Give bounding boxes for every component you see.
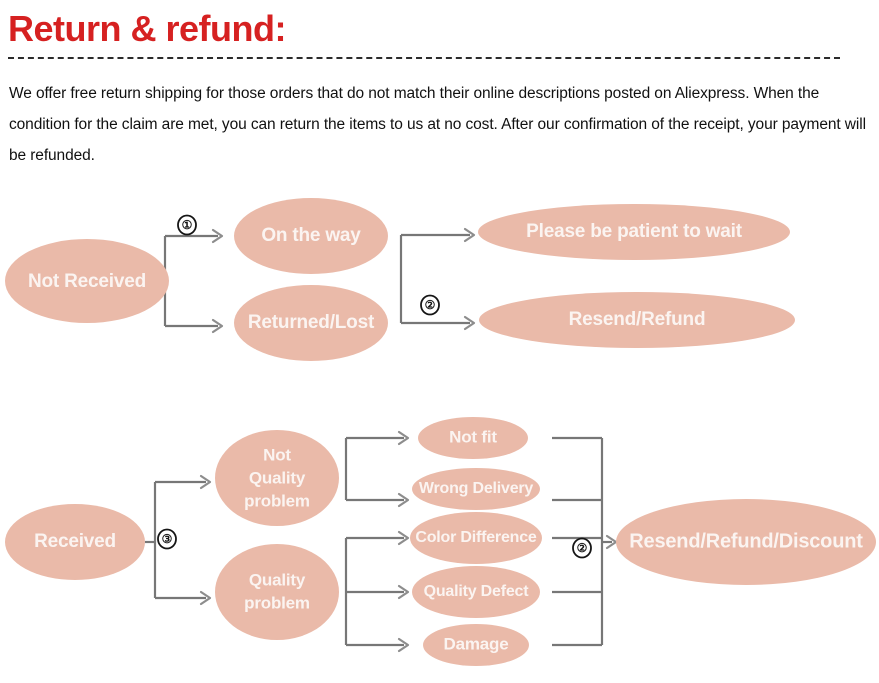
node-damage-label: Damage — [444, 634, 509, 653]
node-not-quality-problem — [215, 430, 339, 526]
arrowhead-please-wait — [463, 227, 476, 243]
node-not-quality-problem-line2: Quality — [249, 468, 306, 487]
node-on-the-way-label: On the way — [261, 225, 361, 246]
node-damage — [423, 624, 529, 666]
marker-two-label: ② — [425, 298, 436, 312]
arrowhead-resend-refund — [463, 315, 476, 331]
marker-two-merge: ② — [572, 537, 592, 559]
arrowhead-quality — [199, 590, 212, 606]
arrowhead-on-the-way — [211, 228, 224, 244]
node-resend-refund-label: Resend/Refund — [569, 309, 706, 330]
arrowhead-not-quality — [199, 474, 212, 490]
node-received-label: Received — [34, 531, 116, 552]
node-quality-problem-line1: Quality — [249, 570, 306, 589]
node-returned-lost-label: Returned/Lost — [248, 312, 375, 333]
arrowhead-returned-lost — [211, 318, 224, 334]
node-resend-refund — [479, 292, 795, 348]
node-wrong-delivery-label: Wrong Delivery — [419, 480, 534, 497]
marker-three-label: ③ — [162, 532, 173, 546]
node-quality-problem-line2: problem — [244, 593, 310, 612]
node-wrong-delivery — [412, 468, 540, 510]
node-not-quality-problem-line3: problem — [244, 491, 310, 510]
node-color-difference-label: Color Difference — [415, 529, 537, 546]
header-divider — [8, 57, 840, 59]
node-not-received — [5, 239, 169, 323]
marker-three: ③ — [157, 528, 177, 550]
node-please-be-patient — [478, 204, 790, 260]
node-on-the-way — [234, 198, 388, 274]
marker-one-label: ① — [182, 218, 193, 232]
arrowhead-damage — [397, 637, 410, 653]
node-color-difference — [410, 512, 542, 564]
node-not-fit-label: Not fit — [449, 427, 497, 446]
node-resend-refund-discount-label: Resend/Refund/Discount — [629, 530, 863, 552]
flowchart-received: Received Not Quality problem Quality pro… — [0, 400, 879, 683]
node-not-received-label: Not Received — [28, 271, 146, 292]
node-quality-problem — [215, 544, 339, 640]
node-quality-defect-label: Quality Defect — [424, 583, 530, 600]
marker-two: ② — [420, 294, 440, 316]
node-resend-refund-discount — [616, 499, 876, 585]
arrowhead-quality-defect — [397, 584, 410, 600]
intro-paragraph: We offer free return shipping for those … — [9, 85, 866, 164]
page-title: Return & refund: — [8, 8, 286, 49]
node-returned-lost — [234, 285, 388, 361]
flowchart-not-received: Not Received On the way Returned/Lost Pl… — [0, 190, 879, 365]
arrowhead-wrong-delivery — [397, 492, 410, 508]
arrowhead-not-fit — [397, 430, 410, 446]
node-not-quality-problem-line1: Not — [263, 445, 291, 464]
arrowhead-color-difference — [397, 530, 410, 546]
marker-two-merge-label: ② — [577, 541, 588, 555]
node-not-fit — [418, 417, 528, 459]
node-received — [5, 504, 145, 580]
marker-one: ① — [177, 214, 197, 236]
node-quality-defect — [412, 566, 540, 618]
node-please-be-patient-label: Please be patient to wait — [526, 221, 743, 242]
